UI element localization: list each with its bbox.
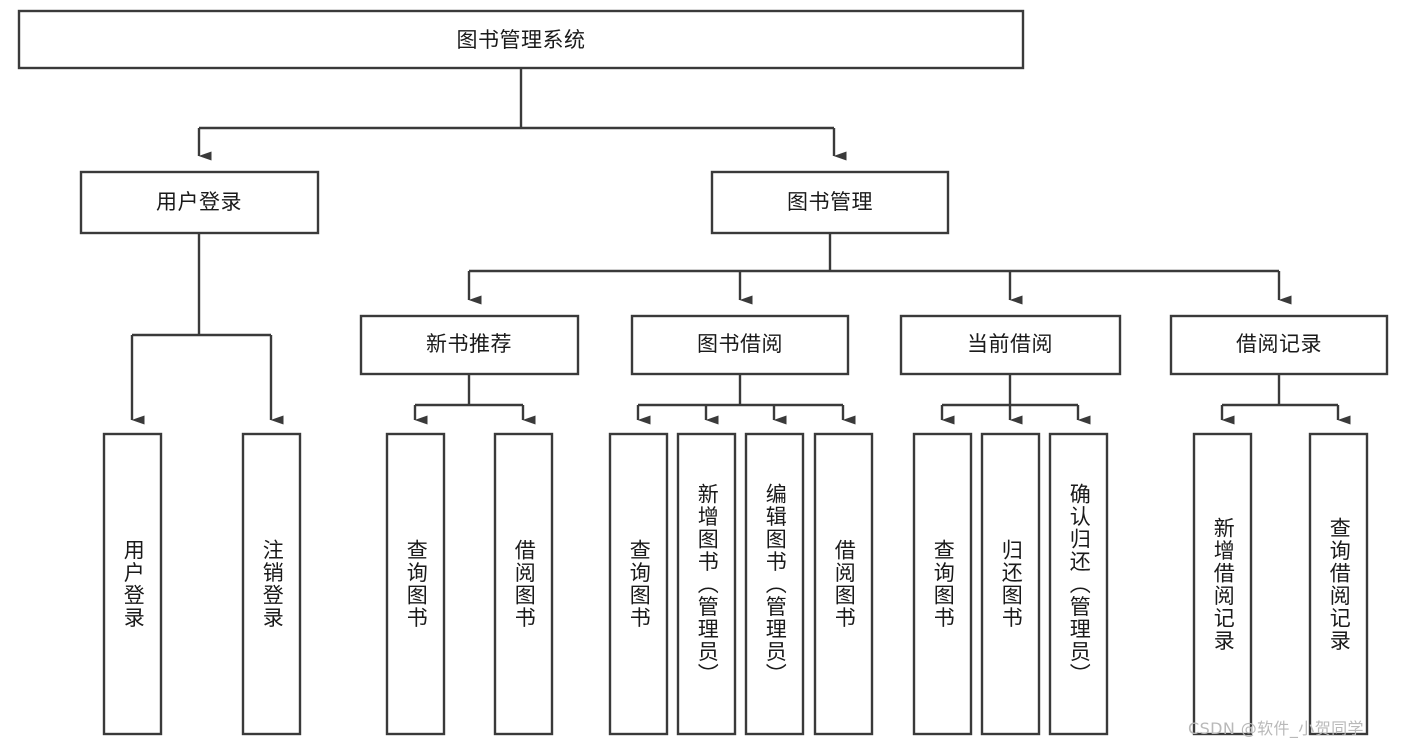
leaf-node-query-borrow-record[interactable] [1308, 432, 1369, 736]
leaf-node-return-books[interactable] [980, 432, 1041, 736]
leaf-node-user-login-action[interactable] [102, 432, 163, 736]
node-book-management-label: 图书管理 [787, 190, 873, 214]
connector-userlogin-to-leaves [130, 234, 284, 425]
connector-bookborrow-to-leaves [636, 375, 856, 425]
leaf-node-query-books-recommend[interactable] [385, 432, 446, 736]
node-new-book-recommend[interactable]: 新书推荐 [359, 314, 580, 376]
node-root-label: 图书管理系统 [457, 28, 586, 52]
node-new-book-recommend-label: 新书推荐 [426, 332, 512, 356]
leaf-node-borrow-books-recommend[interactable] [493, 432, 554, 736]
leaf-node-borrow-books[interactable] [813, 432, 874, 736]
connector-currentborrow-to-leaves [940, 375, 1091, 425]
node-user-login[interactable]: 用户登录 [79, 170, 320, 235]
node-user-login-label: 用户登录 [156, 190, 242, 214]
csdn-watermark: CSDN @软件_小贺同学 [1188, 719, 1364, 738]
leaf-node-query-books-current[interactable] [912, 432, 973, 736]
leaf-node-confirm-return-admin[interactable] [1048, 432, 1109, 736]
connector-newbook-to-leaves [413, 375, 536, 425]
connector-root-to-level2 [197, 69, 847, 161]
node-book-management[interactable]: 图书管理 [710, 170, 950, 235]
node-book-borrow-label: 图书借阅 [697, 332, 783, 356]
connector-borrowrecord-to-leaves [1220, 375, 1351, 425]
leaf-node-edit-book-admin[interactable] [744, 432, 805, 736]
leaf-node-logout[interactable] [241, 432, 302, 736]
connector-bookmgmt-to-level3 [467, 234, 1292, 305]
node-borrow-record-label: 借阅记录 [1236, 332, 1322, 356]
node-root-book-management-system[interactable]: 图书管理系统 [17, 9, 1025, 70]
node-current-borrow[interactable]: 当前借阅 [899, 314, 1122, 376]
node-current-borrow-label: 当前借阅 [967, 332, 1053, 356]
node-borrow-record[interactable]: 借阅记录 [1169, 314, 1389, 376]
node-book-borrow[interactable]: 图书借阅 [630, 314, 850, 376]
leaf-node-add-borrow-record[interactable] [1192, 432, 1253, 736]
leaf-node-query-books-borrow[interactable] [608, 432, 669, 736]
leaf-node-add-book-admin[interactable] [676, 432, 737, 736]
